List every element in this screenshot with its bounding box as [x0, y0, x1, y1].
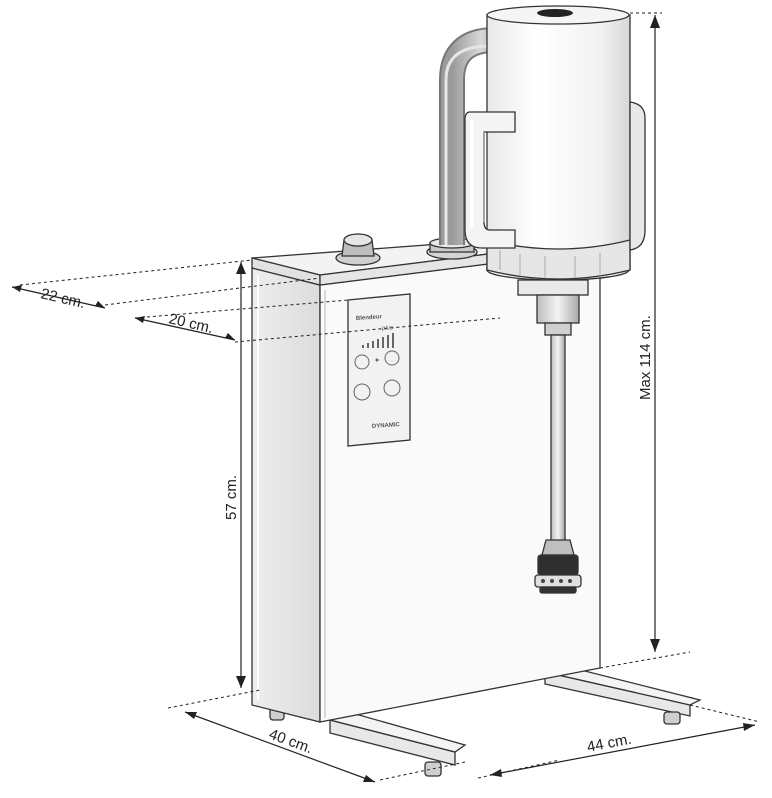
panel-maker: DYNAMIC	[372, 422, 401, 430]
start-button-icon	[383, 379, 401, 397]
top-knob	[335, 233, 381, 266]
control-panel: Blendeur plus DYNAMIC	[347, 293, 411, 447]
dim-label-max-height: Max 114 cm.	[637, 315, 654, 400]
handle-right	[629, 101, 646, 251]
dimension-lines	[11, 12, 761, 783]
motor-cylinder	[486, 5, 631, 281]
dim-label-panel-depth: 20 cm.	[167, 310, 215, 337]
handle-left	[464, 111, 516, 249]
plus-button-icon	[384, 350, 400, 366]
spindle	[517, 279, 589, 546]
dim-label-top-depth: 22 cm.	[39, 285, 87, 312]
dim-label-base-width: 40 cm.	[267, 726, 315, 757]
base-foot-rear	[542, 665, 702, 725]
stop-button-icon	[353, 383, 371, 401]
panel-brand: Blendeur	[356, 314, 383, 322]
dim-label-body-height: 57 cm.	[223, 475, 240, 520]
minus-button-icon	[354, 354, 370, 370]
mixing-head	[534, 539, 582, 594]
